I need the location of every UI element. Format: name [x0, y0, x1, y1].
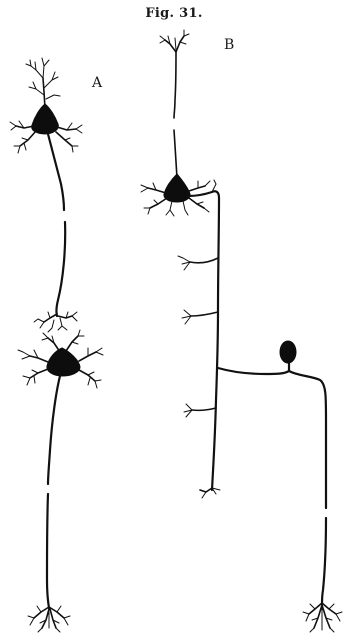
panel-a-upper-left-dendrites — [10, 121, 36, 153]
panel-a-upper-right-dendrites — [56, 123, 82, 152]
panel-a-upper-neuron — [10, 58, 82, 332]
panel-b-label: B — [224, 37, 234, 53]
panel-a-label: A — [91, 75, 103, 91]
panel-a-lower-axon — [48, 376, 60, 484]
panel-b-unipolar-terminal-arbor — [303, 603, 342, 632]
panel-b-unipolar-process — [289, 371, 326, 508]
figure-title: Fig. 31. — [145, 6, 202, 21]
panel-b-soma — [164, 174, 190, 202]
panel-b-collateral-1 — [178, 256, 218, 270]
panel-a-lower-right-dendrites — [79, 348, 103, 388]
panel-b-apical-shaft — [174, 52, 176, 118]
panel-b-collateral-3 — [184, 404, 216, 417]
panel-b-unipolar-process-lower — [322, 518, 326, 604]
panel-a-upper-axon-lower-segment — [56, 222, 65, 316]
panel-a-lower-soma — [47, 348, 80, 376]
panel-b-apical-tuft — [160, 30, 189, 52]
panel-b-apical-shaft-lower — [174, 130, 177, 178]
panel-b-axon-terminal-arbor — [200, 488, 220, 498]
panel-a-lower-left-dendrites — [18, 350, 48, 385]
panel-a-upper-axon — [48, 134, 64, 210]
panel-b-axon — [188, 191, 219, 490]
panel-a-diagram — [10, 58, 103, 632]
panel-b-neuron — [141, 30, 220, 498]
panel-b-unipolar-soma — [280, 341, 296, 363]
panel-a-axon-terminal-arbor — [34, 312, 77, 332]
panel-b-diagram — [141, 30, 342, 632]
panel-b-horizontal-fiber — [218, 368, 289, 374]
panel-b-collateral-2 — [182, 310, 218, 324]
panel-b-unipolar-cell — [218, 341, 342, 632]
panel-a-lower-axon-terminal-arbor — [28, 606, 70, 632]
panel-a-upper-apical-dendrites — [26, 58, 60, 108]
panel-a-lower-neuron — [18, 330, 103, 632]
panel-a-lower-axon-lower-segment — [47, 494, 49, 608]
panel-a-upper-soma — [32, 104, 59, 134]
